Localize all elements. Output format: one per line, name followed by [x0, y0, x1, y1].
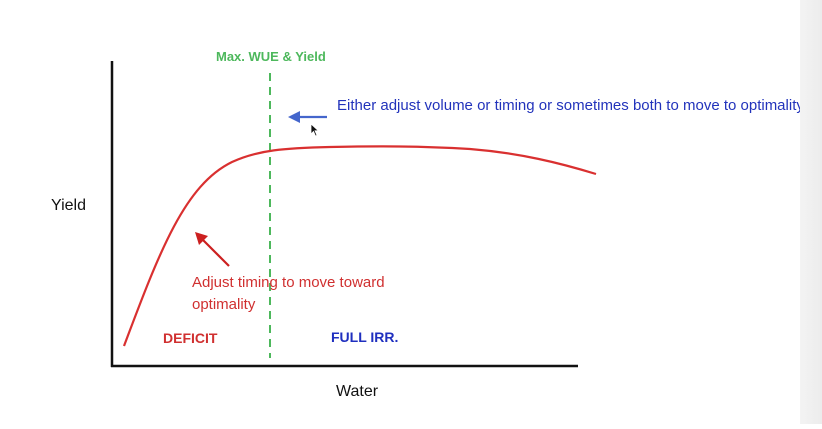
y-axis-label: Yield [51, 197, 86, 214]
optimum-label: Max. WUE & Yield [216, 49, 326, 64]
deficit-region-label: DEFICIT [163, 330, 218, 346]
deficit-note: Adjust timing to move toward optimality [192, 274, 385, 313]
x-axis-label: Water [336, 383, 379, 400]
full-irrigation-region-label: FULL IRR. [331, 329, 399, 345]
full-irrigation-note: Either adjust volume or timing or someti… [337, 97, 804, 114]
red-arrow-icon [195, 232, 230, 267]
yield-curve [122, 145, 597, 347]
window-edge [800, 0, 822, 424]
mouse-cursor-icon [310, 123, 320, 137]
blue-arrow-icon [288, 111, 327, 123]
